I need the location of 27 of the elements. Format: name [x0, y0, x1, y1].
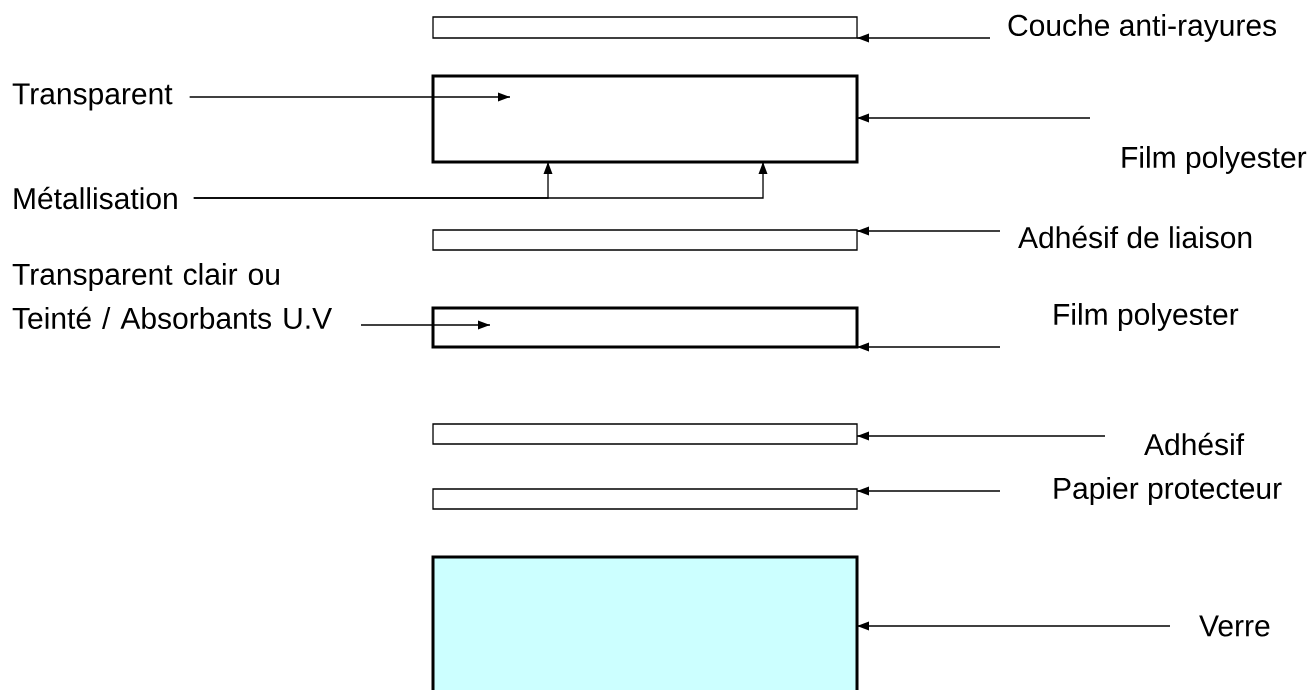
layer-label: Papier protecteur: [1054, 477, 1282, 505]
layer-label: Transparent: [12, 83, 173, 111]
leader-line: [856, 113, 1091, 123]
layer-label: Film polyester: [1122, 146, 1307, 174]
leader-line: [856, 621, 1171, 631]
layer-box: [432, 488, 858, 510]
layer-label: Métallisation: [14, 186, 177, 210]
layer-box: [431, 555, 859, 690]
leader-line: [856, 342, 1001, 352]
layer-label: Film polyester: [1054, 303, 1239, 331]
layer-label: Transparent clair ou Teinté / Absorbants U.V: [12, 263, 332, 329]
layer-box: [431, 306, 859, 349]
layer-box: [432, 229, 858, 251]
layer-label: Couche anti-rayures: [1008, 14, 1276, 42]
leader-line: [856, 33, 991, 43]
layer-label: Adhésif: [1144, 432, 1245, 456]
leader-line: [189, 92, 511, 102]
layer-box: [431, 74, 859, 164]
layer-label: Adhésif de liaison: [1018, 225, 1252, 249]
layer-box: [432, 423, 858, 445]
leader-line: [193, 161, 768, 199]
layer-label: Verre: [1199, 615, 1270, 637]
leader-line: [856, 486, 1001, 496]
leader-line: [856, 431, 1106, 441]
leader-line: [856, 226, 1001, 236]
leader-line: [360, 320, 491, 330]
layer-box: [432, 16, 858, 39]
